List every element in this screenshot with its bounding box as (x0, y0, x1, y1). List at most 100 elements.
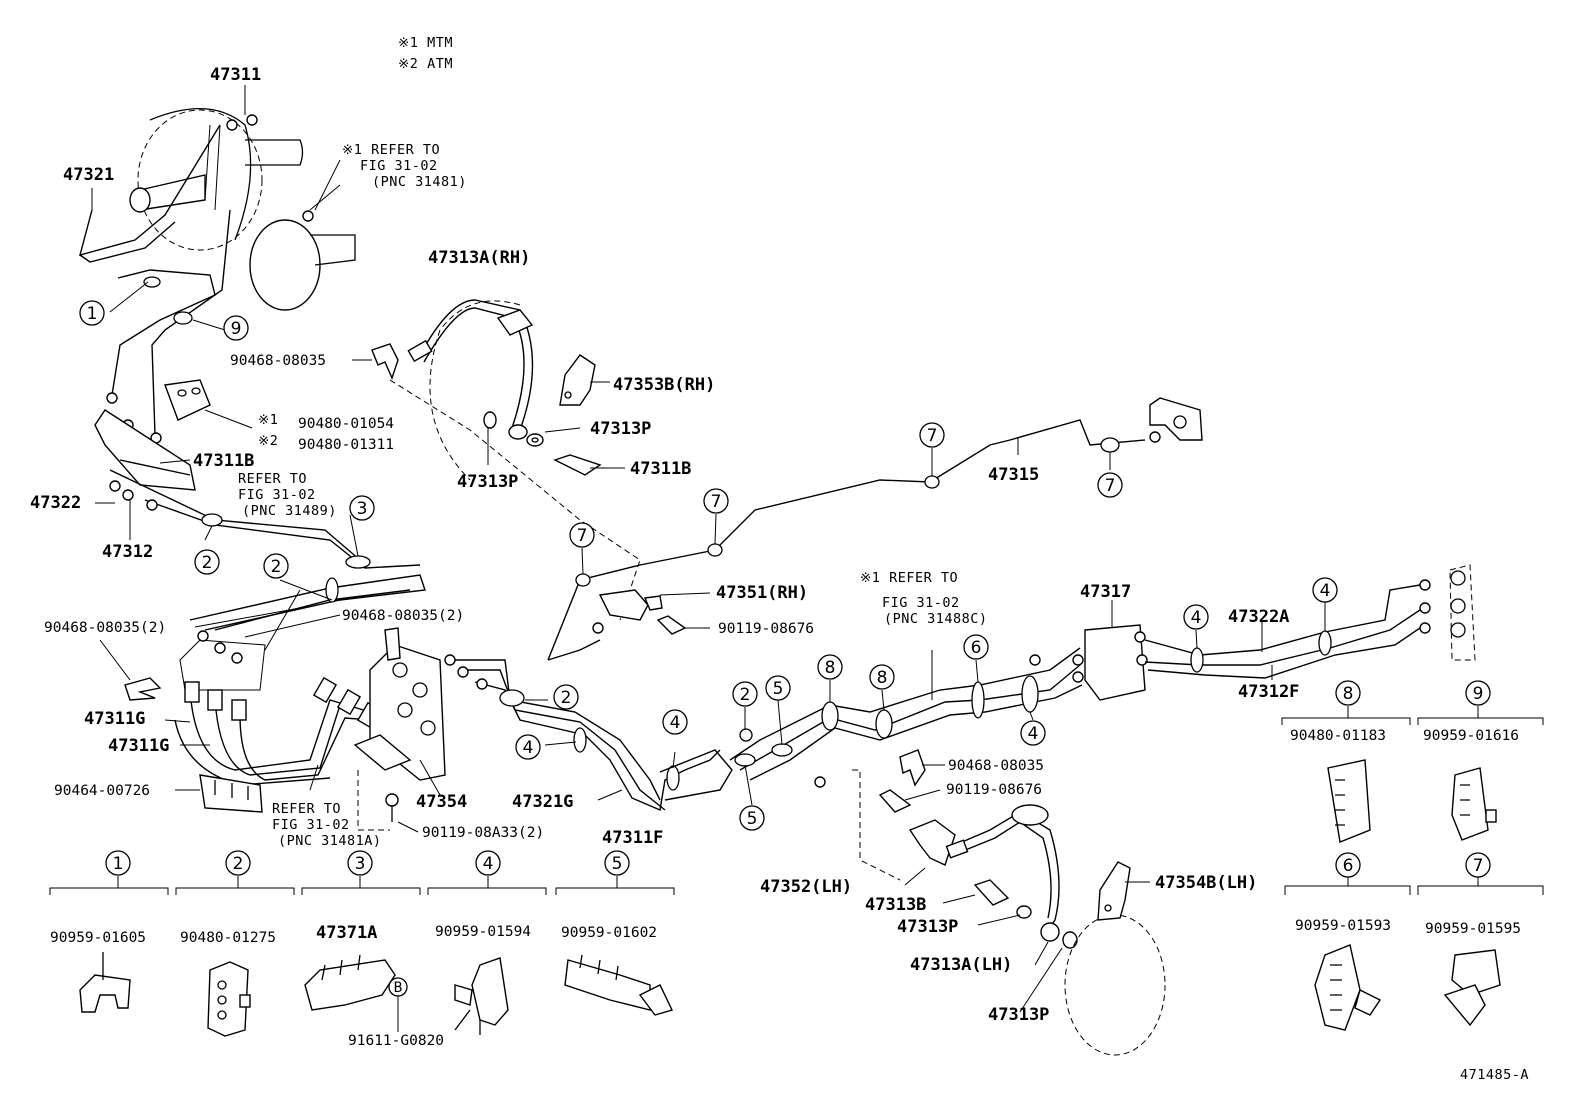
svg-text:4: 4 (483, 854, 494, 874)
label-90480-01275: 90480-01275 (180, 930, 276, 946)
label-47321G: 47321G (512, 792, 573, 812)
label-47351-RH: 47351(RH) (716, 583, 808, 603)
clamp-90959-01594 (471, 957, 509, 1026)
label-90119-08676-lh: 90119-08676 (946, 782, 1042, 798)
callout-1-top: 1 (79, 300, 105, 326)
clamp-90480-01183 (1327, 759, 1371, 843)
svg-text:2: 2 (740, 685, 751, 705)
svg-text:2: 2 (202, 553, 213, 573)
junction-47317 (1084, 624, 1146, 701)
note-x2: ※2 (258, 433, 278, 449)
label-47354B-LH: 47354B(LH) (1155, 873, 1257, 893)
label-47354: 47354 (416, 792, 467, 812)
note-refer-31481-l1: ※1 REFER TO (342, 142, 440, 158)
label-47352-LH: 47352(LH) (760, 877, 852, 897)
label-47311G-b: 47311G (108, 736, 169, 756)
svg-text:1: 1 (87, 304, 98, 324)
clamp-90464-00726 (199, 774, 263, 813)
note-refer-31488c-l3: (PNC 31488C) (884, 611, 988, 627)
bolt-90119-08676-lh (878, 789, 912, 813)
svg-text:5: 5 (747, 809, 758, 829)
svg-text:4: 4 (1191, 608, 1202, 628)
label-47311F: 47311F (602, 828, 663, 848)
svg-text:8: 8 (825, 658, 836, 678)
svg-text:4: 4 (670, 713, 681, 733)
clip-90468-08035-lh (899, 749, 926, 787)
legend-callout-3: 3 (347, 850, 373, 876)
bracket-47354B-LH (1097, 861, 1131, 921)
clamp-90480-01054 (164, 379, 211, 421)
legend-callout-7: 7 (1465, 852, 1491, 878)
rear-fitting-lh (1449, 564, 1476, 661)
label-47313P-lh-a: 47313P (897, 917, 958, 937)
label-90959-01616: 90959-01616 (1423, 728, 1519, 744)
svg-text:2: 2 (233, 854, 244, 874)
callout-4-a: 4 (515, 734, 541, 760)
label-47322: 47322 (30, 493, 81, 513)
callout-2-c: 2 (553, 684, 579, 710)
svg-text:5: 5 (612, 854, 623, 874)
svg-text:4: 4 (1028, 724, 1039, 744)
note-refer-31488c-l1: ※1 REFER TO (860, 570, 958, 586)
label-47313P-lh-b: 47313P (988, 1005, 1049, 1025)
svg-text:1: 1 (113, 854, 124, 874)
svg-text:6: 6 (971, 638, 982, 658)
svg-text:2: 2 (561, 688, 572, 708)
bolt-90119-08676-rh (656, 615, 687, 635)
note-refer-31481-l3: (PNC 31481) (372, 174, 467, 190)
svg-text:3: 3 (355, 854, 366, 874)
label-90468-08035-lh: 90468-08035 (948, 758, 1044, 774)
label-47312F: 47312F (1238, 682, 1299, 702)
callout-b: B (388, 977, 408, 997)
svg-text:7: 7 (927, 426, 938, 446)
clamp-90959-01595 (1451, 949, 1501, 996)
label-47371A: 47371A (316, 923, 377, 943)
lh-rotor-outline (1064, 914, 1166, 1056)
bolt-47311B (553, 454, 602, 476)
callout-2-d: 2 (732, 681, 758, 707)
note-refer-31489-l1: REFER TO (238, 471, 307, 487)
callout-2-a: 2 (194, 549, 220, 575)
label-91611-G0820: 91611-G0820 (348, 1033, 444, 1049)
bracket-47353B-RH (559, 354, 596, 406)
figure-code: 471485-A (1460, 1067, 1529, 1083)
callout-3-a: 3 (349, 495, 375, 521)
legend-callout-2: 2 (225, 850, 251, 876)
label-47311G-a: 47311G (84, 709, 145, 729)
label-47353B-RH: 47353B(RH) (613, 375, 715, 395)
svg-text:7: 7 (711, 492, 722, 512)
label-47313P-rh-a: 47313P (590, 419, 651, 439)
clip-90468-08035-2-left (124, 677, 162, 701)
label-90959-01605: 90959-01605 (50, 930, 146, 946)
note-mtm: ※1 MTM (398, 35, 453, 51)
note-refer-31481a-l2: FIG 31-02 (272, 817, 350, 833)
label-90119-08A33: 90119-08A33(2) (422, 825, 544, 841)
clamp-90959-01616 (1451, 767, 1489, 841)
svg-text:4: 4 (1320, 581, 1331, 601)
label-47317: 47317 (1080, 582, 1131, 602)
callout-7-d: 7 (1097, 472, 1123, 498)
svg-text:9: 9 (1473, 684, 1484, 704)
svg-text:3: 3 (357, 499, 368, 519)
clamp-90959-01602 (564, 959, 651, 1011)
callout-4-b: 4 (662, 709, 688, 735)
note-x1: ※1 (258, 412, 278, 428)
legend-callout-6: 6 (1335, 852, 1361, 878)
legend-callout-4: 4 (475, 850, 501, 876)
tube-47321G (450, 659, 661, 801)
svg-text:5: 5 (773, 679, 784, 699)
callout-7-a: 7 (569, 522, 595, 548)
callout-4-d: 4 (1183, 604, 1209, 630)
tube-47315 (547, 419, 1146, 661)
label-90119-08676-rh: 90119-08676 (718, 621, 814, 637)
legend-callout-5: 5 (604, 850, 630, 876)
tube-47311G (189, 689, 371, 771)
label-90959-01595: 90959-01595 (1425, 921, 1521, 937)
label-47321: 47321 (63, 165, 114, 185)
legend-callout-1: 1 (105, 850, 131, 876)
note-atm: ※2 ATM (398, 56, 453, 72)
tube-front-right (151, 209, 231, 436)
svg-text:8: 8 (877, 668, 888, 688)
label-47313A-RH: 47313A(RH) (428, 248, 530, 268)
callout-5-a: 5 (765, 675, 791, 701)
